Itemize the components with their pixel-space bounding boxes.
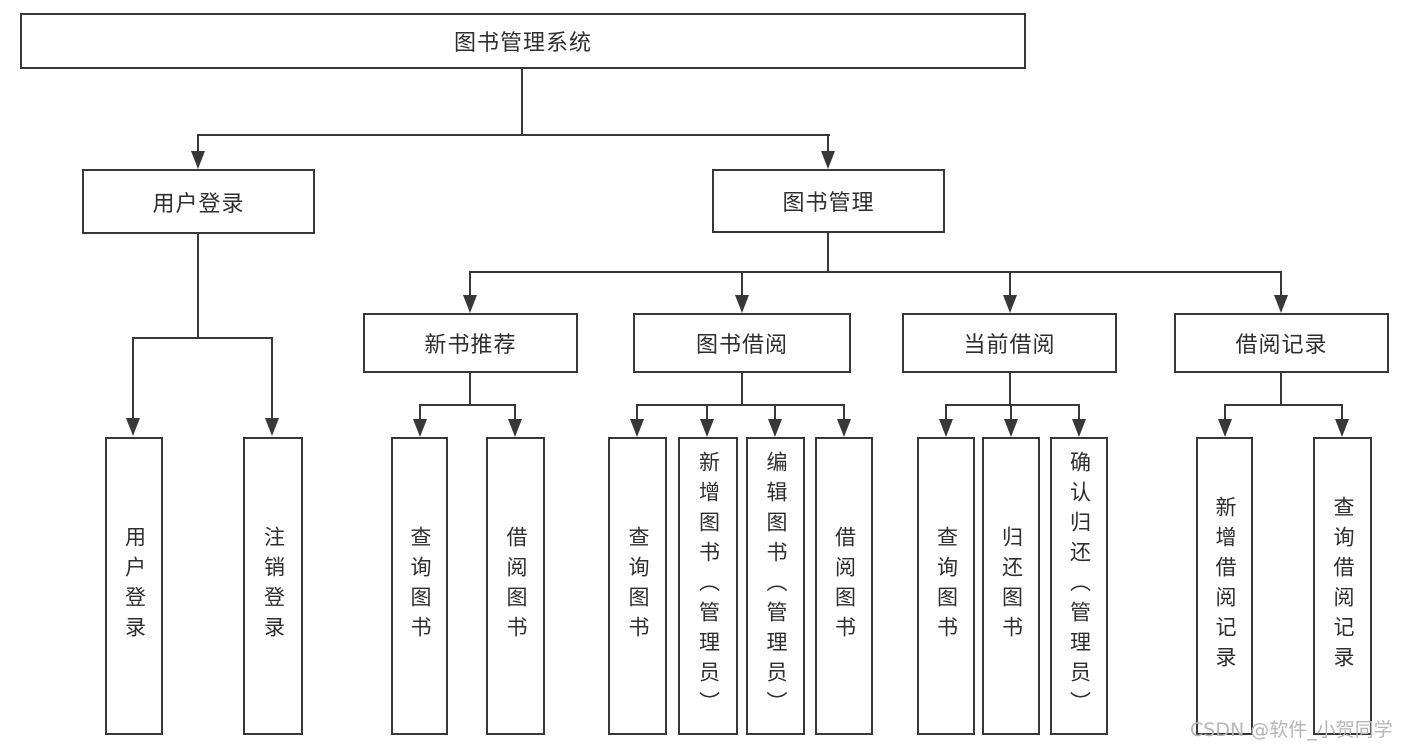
leaf-label: 查询图书	[626, 526, 650, 646]
arrowhead-cur-confirm	[1072, 419, 1086, 437]
arrowhead-login	[191, 151, 205, 169]
node-leaf-rec-query-books: 查询图书	[391, 437, 448, 735]
connector-login-hline	[133, 337, 273, 339]
node-book-management: 图书管理	[712, 169, 945, 233]
connector-rec-hline	[419, 404, 516, 406]
connector-borrow-stem	[741, 373, 743, 405]
node-borrow-records: 借阅记录	[1174, 313, 1389, 373]
node-leaf-cur-query-books: 查询图书	[917, 437, 975, 735]
leaf-label: 注销登录	[261, 526, 286, 646]
arrowhead-login-user	[126, 418, 140, 436]
connector-drop-current	[1009, 271, 1011, 296]
arrowhead-mgmt	[821, 151, 835, 169]
node-leaf-borrow-borrow-books: 借阅图书	[815, 437, 873, 735]
arrowhead-rec	[463, 295, 477, 313]
node-user-login: 用户登录	[82, 169, 315, 234]
node-leaf-cur-return-books: 归还图书	[982, 437, 1040, 735]
connector-drop-records	[1280, 271, 1282, 296]
arrowhead-logout	[265, 418, 279, 436]
node-leaf-borrow-query-books: 查询图书	[608, 437, 667, 735]
arrowhead-borrow-edit	[768, 419, 782, 437]
connector-drop-records-query	[1341, 404, 1343, 420]
connector-login-stem	[197, 234, 199, 338]
arrowhead-borrow-query	[630, 419, 644, 437]
connector-drop-records-add	[1224, 404, 1226, 420]
node-current-borrow: 当前借阅	[902, 313, 1117, 373]
leaf-label: 查询图书	[934, 526, 959, 646]
arrowhead-rec-query	[413, 419, 427, 437]
connector-drop-rec-query	[419, 404, 421, 420]
node-leaf-logout: 注销登录	[243, 437, 303, 735]
connector-rec-stem	[469, 373, 471, 405]
connector-drop-borrow-edit	[774, 404, 776, 420]
leaf-label: 借阅图书	[504, 526, 528, 646]
node-leaf-cur-confirm-return-admin: 确认归还（管理员）	[1050, 437, 1108, 735]
leaf-label: 编辑图书（管理员）	[764, 451, 788, 721]
connector-drop-rec-borrow	[514, 404, 516, 420]
connector-root-hline	[198, 134, 830, 136]
leaf-label: 确认归还（管理员）	[1067, 451, 1092, 721]
csdn-watermark: CSDN @软件_小贺同学	[1190, 719, 1393, 741]
arrowhead-cur-query	[939, 419, 953, 437]
arrowhead-cur-return	[1004, 419, 1018, 437]
arrowhead-borrow-borrow	[837, 419, 851, 437]
arrowhead-rec-borrow	[508, 419, 522, 437]
node-leaf-rec-borrow-books: 借阅图书	[486, 437, 545, 735]
node-root-system: 图书管理系统	[20, 13, 1026, 69]
connector-drop-mgmt	[827, 134, 829, 152]
connector-drop-cur-query	[945, 404, 947, 420]
connector-drop-login	[197, 134, 199, 152]
node-new-book-recommend: 新书推荐	[363, 313, 578, 373]
connector-borrow-hline	[636, 404, 845, 406]
arrowhead-records	[1274, 295, 1288, 313]
connector-drop-borrow-borrow	[843, 404, 845, 420]
leaf-label: 借阅图书	[832, 526, 857, 646]
connector-root-stem	[521, 68, 523, 135]
arrowhead-records-query	[1335, 419, 1349, 437]
connector-current-stem	[1009, 373, 1011, 405]
arrowhead-borrow	[735, 295, 749, 313]
node-leaf-borrow-add-books-admin: 新增图书（管理员）	[678, 437, 738, 735]
connector-drop-cur-confirm	[1078, 404, 1080, 420]
leaf-label: 用户登录	[122, 526, 147, 646]
node-book-borrow: 图书借阅	[633, 313, 851, 373]
connector-mgmt-stem	[827, 233, 829, 272]
connector-records-stem	[1280, 373, 1282, 405]
leaf-label: 归还图书	[999, 526, 1024, 646]
connector-drop-borrow-query	[636, 404, 638, 420]
node-leaf-records-query: 查询借阅记录	[1313, 437, 1372, 735]
arrowhead-current	[1003, 295, 1017, 313]
connector-mgmt-hline	[469, 271, 1282, 273]
connector-drop-borrow	[741, 271, 743, 296]
leaf-label: 查询图书	[408, 526, 432, 646]
connector-records-hline	[1224, 404, 1343, 406]
connector-current-hline	[945, 404, 1080, 406]
connector-drop-cur-return	[1010, 404, 1012, 420]
connector-drop-borrow-add	[706, 404, 708, 420]
leaf-label: 新增图书（管理员）	[696, 451, 721, 721]
leaf-label: 查询借阅记录	[1331, 496, 1355, 676]
arrowhead-records-add	[1218, 419, 1232, 437]
node-leaf-borrow-edit-books-admin: 编辑图书（管理员）	[746, 437, 805, 735]
connector-drop-rec	[469, 271, 471, 296]
arrowhead-borrow-add	[700, 419, 714, 437]
connector-drop-login-user	[132, 337, 134, 418]
connector-drop-logout	[271, 337, 273, 418]
node-leaf-records-add: 新增借阅记录	[1196, 437, 1253, 735]
leaf-label: 新增借阅记录	[1213, 496, 1237, 676]
node-leaf-user-login: 用户登录	[105, 437, 163, 735]
